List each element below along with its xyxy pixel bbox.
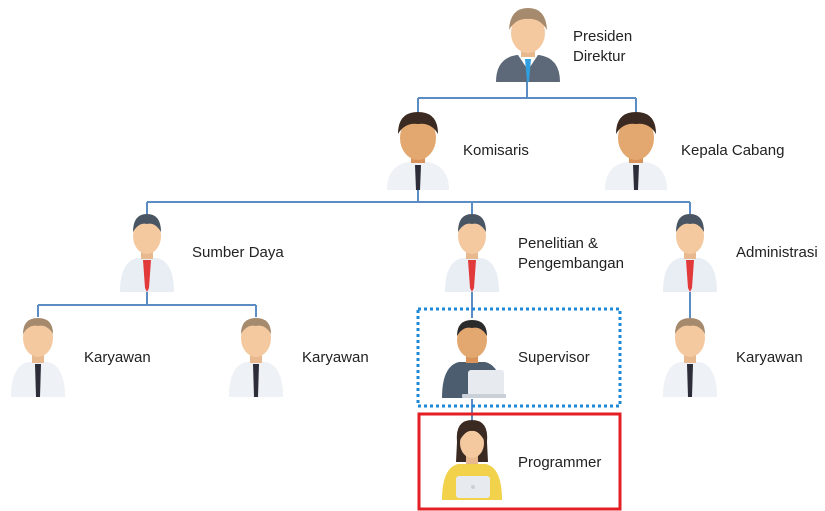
karyawan-3-label: Karyawan <box>736 349 803 366</box>
programmer-label: Programmer <box>518 454 602 471</box>
presiden-direktur-line2: Direktur <box>573 48 626 65</box>
karyawan-2-icon <box>229 318 283 397</box>
administrasi-label: Administrasi <box>736 244 818 261</box>
karyawan-2-label: Karyawan <box>302 349 369 366</box>
sumber-daya-label: Sumber Daya <box>192 244 284 261</box>
karyawan-3-icon <box>663 318 717 397</box>
komisaris-label: Komisaris <box>463 142 529 159</box>
karyawan-1-label: Karyawan <box>84 349 151 366</box>
presiden-direktur-icon <box>496 8 560 82</box>
kepala-cabang-label: Kepala Cabang <box>681 142 785 159</box>
presiden-direktur-line1: Presiden <box>573 28 633 45</box>
programmer-icon <box>442 420 502 500</box>
programmer-highlight-box <box>417 412 622 511</box>
supervisor-label: Supervisor <box>518 349 590 366</box>
penelitian-pengembangan-icon <box>445 214 499 292</box>
connector-lines <box>37 82 691 420</box>
kepala-cabang-icon <box>605 112 667 190</box>
supervisor-icon <box>442 320 506 398</box>
penelitian-line2: Pengembangan <box>518 255 624 272</box>
penelitian-pengembangan-label: Penelitian & Pengembangan <box>518 234 624 274</box>
administrasi-icon <box>663 214 717 292</box>
komisaris-icon <box>387 112 449 190</box>
sumber-daya-icon <box>120 214 174 292</box>
penelitian-line1: Penelitian & <box>518 235 599 252</box>
presiden-direktur-label: Presiden Direktur <box>573 27 632 67</box>
karyawan-1-icon <box>11 318 65 397</box>
